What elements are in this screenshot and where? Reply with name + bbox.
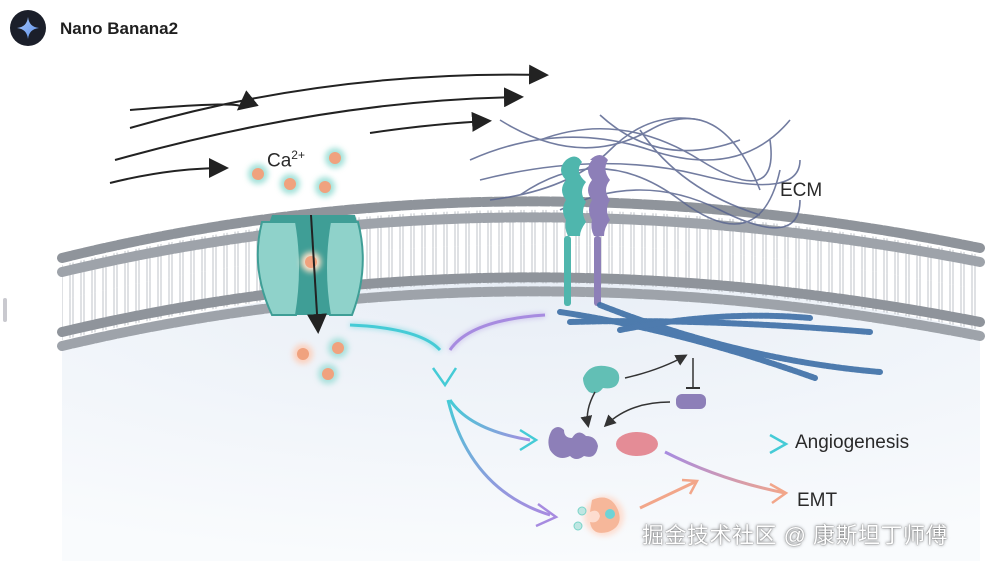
app-logo[interactable] bbox=[10, 10, 46, 46]
emt-label: EMT bbox=[797, 490, 838, 511]
adaptor-complex bbox=[548, 427, 598, 459]
signal-arrows bbox=[349, 313, 789, 528]
ion-channel bbox=[256, 214, 364, 334]
scroll-handle[interactable] bbox=[3, 298, 7, 322]
app-header: Nano Banana2 bbox=[0, 0, 995, 60]
angiogenesis-label: Angiogenesis bbox=[795, 432, 910, 453]
calcium-ion-label: Ca2+ bbox=[267, 148, 305, 172]
sparkle-star-icon bbox=[17, 17, 39, 39]
ecm-label: ECM bbox=[780, 180, 823, 201]
integrin-receptor-teal bbox=[561, 156, 586, 306]
calcium-ions-intracellular bbox=[293, 338, 348, 384]
signaling-molecules bbox=[548, 354, 706, 536]
cytoskeleton-filaments bbox=[557, 302, 883, 381]
transcription-factor bbox=[590, 497, 620, 533]
watermark: 掘金技术社区 @ 康斯坦丁师傅 bbox=[642, 523, 949, 548]
signaling-diagram bbox=[57, 64, 985, 561]
effector-pink bbox=[616, 432, 658, 456]
kinase-teal bbox=[583, 365, 620, 394]
shear-flow-arrows bbox=[109, 64, 549, 184]
calcium-ions-extracellular bbox=[248, 148, 345, 197]
inhibitor-purple bbox=[676, 394, 706, 409]
integrin-receptor-purple bbox=[588, 155, 610, 306]
app-title: Nano Banana2 bbox=[60, 19, 179, 38]
